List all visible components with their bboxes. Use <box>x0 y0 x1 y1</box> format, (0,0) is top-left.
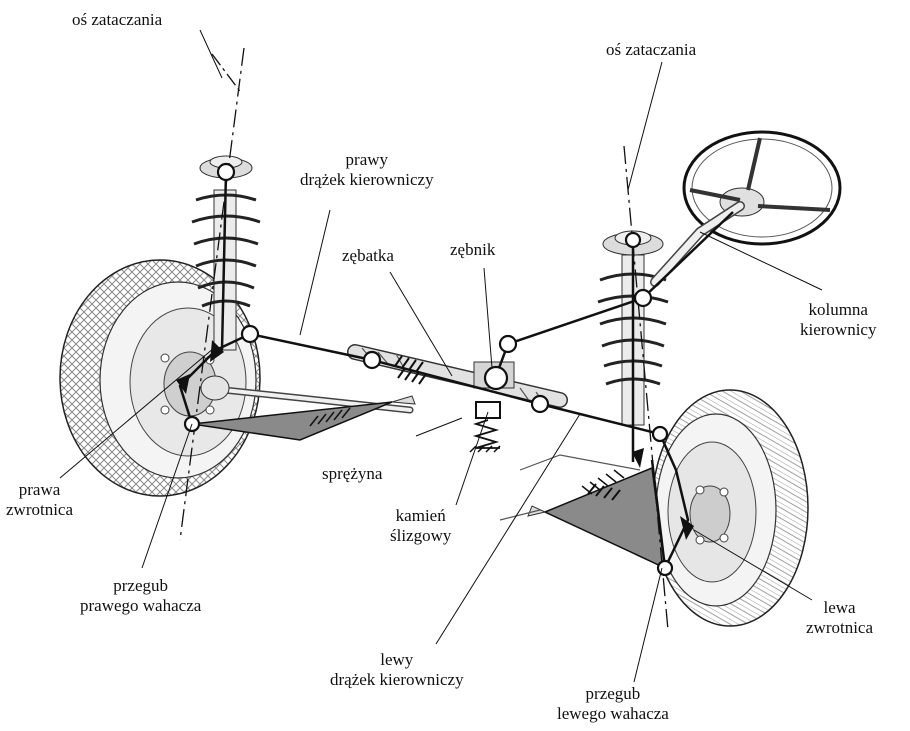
right-knuckle-label: prawa zwrotnica <box>6 480 73 520</box>
left-tie-rod-label: lewy drążek kierowniczy <box>330 650 464 690</box>
pinion-joint <box>485 367 507 389</box>
left-arm-joint <box>658 561 672 575</box>
rack-label: zębatka <box>342 246 394 266</box>
slide-block-label: kamień ślizgowy <box>390 506 451 546</box>
pinion-label: zębnik <box>450 240 495 260</box>
left-arm-joint-label: przegub lewego wahacza <box>557 684 669 724</box>
right-tie-rod-label: prawy drążek kierowniczy <box>300 150 434 190</box>
slide-block-shape <box>476 402 500 418</box>
rack-left-joint <box>532 396 548 412</box>
column-lower-joint <box>500 336 516 352</box>
left-strut-top-joint <box>626 233 640 247</box>
right-knuckle-joint <box>242 326 258 342</box>
left-steering-axis-label: oś zataczania <box>606 40 696 60</box>
left-knuckle-joint <box>653 427 667 441</box>
rack-housing <box>355 348 560 406</box>
steering-column-label: kolumna kierownicy <box>800 300 876 340</box>
left-wishbone <box>528 468 665 568</box>
rack-right-joint <box>364 352 380 368</box>
right-arm-joint-label: przegub prawego wahacza <box>80 576 201 616</box>
left-wheel <box>652 390 808 626</box>
left-knuckle-label: lewa zwrotnica <box>806 598 873 638</box>
right-strut-top-joint <box>218 164 234 180</box>
right-steering-axis-label: oś zataczania <box>72 10 162 30</box>
left-strut-mid-joint <box>635 290 651 306</box>
spring-label: sprężyna <box>322 464 382 484</box>
